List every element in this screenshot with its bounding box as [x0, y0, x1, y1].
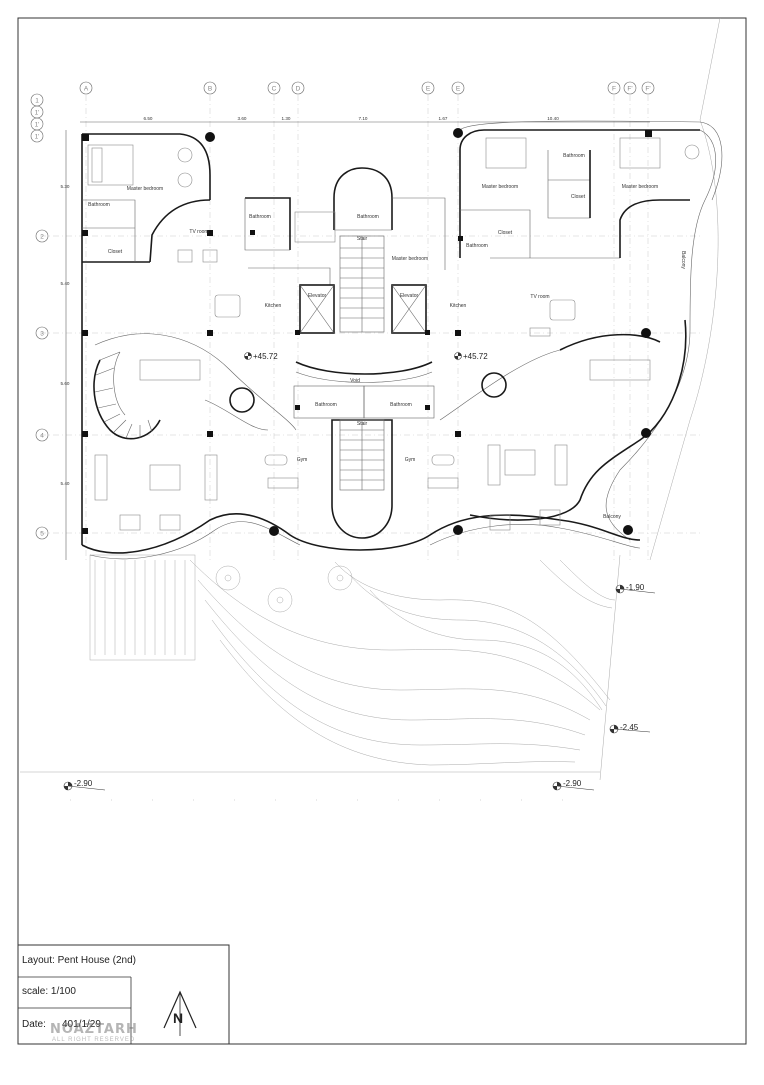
grid-col-label: B [208, 86, 212, 93]
room-label: Closet [108, 249, 123, 255]
level-marker: -1.90 [615, 583, 656, 594]
grid-row-label: 1' [35, 134, 40, 141]
room-label: Bathroom [249, 214, 271, 220]
room-label: Bathroom [563, 153, 585, 159]
grid-col-label: F' [627, 86, 632, 93]
room-labels: Master bedroom Bathroom Closet TV room B… [88, 153, 686, 520]
grid-row-label: 4 [40, 433, 44, 440]
scale-label: scale: 1/100 [22, 986, 76, 997]
room-label: Kitchen [450, 303, 467, 309]
room-label: Bathroom [315, 402, 337, 408]
dimension-label: 3.60 [238, 116, 247, 121]
room-label: Master bedroom [392, 256, 428, 262]
level-markers: +45.72 +45.72 -1.90 -2.45 -2.90 [63, 352, 656, 791]
dimension-label: 1.30 [282, 116, 291, 121]
dimension-label: 7.10 [359, 116, 368, 121]
level-label: -2.45 [620, 723, 639, 732]
north-label: N [173, 1010, 184, 1026]
level-marker: -2.90 [63, 779, 106, 791]
dimension-lines: 6.50 3.60 1.30 7.10 1.67 10.40 5.30 5.40… [61, 116, 650, 560]
level-label: +45.72 [463, 352, 488, 361]
room-label: Bathroom [88, 202, 110, 208]
grid-col-label: C [272, 86, 277, 93]
room-label: Elevator [308, 293, 327, 299]
layout-label: Layout: Pent House (2nd) [22, 955, 136, 966]
room-label: Closet [571, 194, 586, 200]
room-label: Master bedroom [127, 186, 163, 192]
grid-col-label: D [296, 86, 301, 93]
grid-row-label: 1' [35, 110, 40, 117]
room-label: Stair [357, 421, 368, 427]
grid-row-label: 5 [40, 531, 44, 538]
room-label: Balcony [680, 251, 686, 269]
grid-col-label: F [612, 86, 616, 93]
level-marker: +45.72 [454, 352, 488, 361]
level-marker: +45.72 [244, 352, 278, 361]
date-label: Date: [22, 1019, 46, 1030]
room-label: Master bedroom [482, 184, 518, 190]
room-label: Master bedroom [622, 184, 658, 190]
room-label: Kitchen [265, 303, 282, 309]
room-label: Balcony [603, 514, 621, 520]
grid-col-label: A [84, 86, 89, 93]
level-label: -2.90 [563, 779, 582, 788]
level-label: -2.90 [74, 779, 93, 788]
site-landscape [20, 17, 721, 801]
sheet-border [17, 17, 747, 1045]
room-label: Gym [297, 457, 308, 463]
level-label: +45.72 [253, 352, 278, 361]
dimension-label: 1.67 [439, 116, 448, 121]
dimension-label: 5.60 [61, 381, 70, 386]
grid-row-label: 1 [35, 98, 39, 105]
room-label: TV room [530, 294, 549, 300]
furniture [87, 137, 700, 531]
date-value: 401/1/29 [62, 1019, 101, 1030]
dimension-label: 5.40 [61, 281, 70, 286]
dimension-label: 5.30 [61, 184, 70, 189]
building-walls [81, 120, 723, 560]
level-marker: -2.90 [552, 779, 595, 791]
room-label: Stair [357, 236, 368, 242]
level-label: -1.90 [626, 583, 645, 592]
grid-row-label: 2 [40, 234, 44, 241]
dimension-label: 6.50 [144, 116, 153, 121]
room-label: TV room [189, 229, 208, 235]
grid-col-label: F' [645, 86, 650, 93]
dimension-label: 5.40 [61, 481, 70, 486]
grid-row-label: 3 [40, 331, 44, 338]
dimension-label: 10.40 [547, 116, 559, 121]
title-block [17, 944, 230, 1045]
north-arrow-icon [163, 990, 197, 1036]
column-grid-labels: A B C D E E F F' F' [79, 81, 655, 95]
room-label: Closet [498, 230, 513, 236]
grid-col-label: E [456, 86, 461, 93]
room-label: Elevator [400, 293, 419, 299]
row-grid-labels: 1 1' 1' 1' 2 3 4 5 [30, 93, 49, 540]
room-label: Gym [405, 457, 416, 463]
watermark-rights: ALL RIGHT RESERVED [52, 1037, 136, 1043]
grid-col-label: E [426, 86, 431, 93]
room-label: Void [350, 378, 360, 384]
room-label: Bathroom [390, 402, 412, 408]
room-label: Bathroom [357, 214, 379, 220]
structural-columns [82, 128, 652, 536]
watermark-brand: NOAZTARH [50, 1022, 138, 1037]
room-label: Bathroom [466, 243, 488, 249]
level-marker: -2.45 [609, 723, 651, 734]
grid-row-label: 1' [35, 122, 40, 129]
